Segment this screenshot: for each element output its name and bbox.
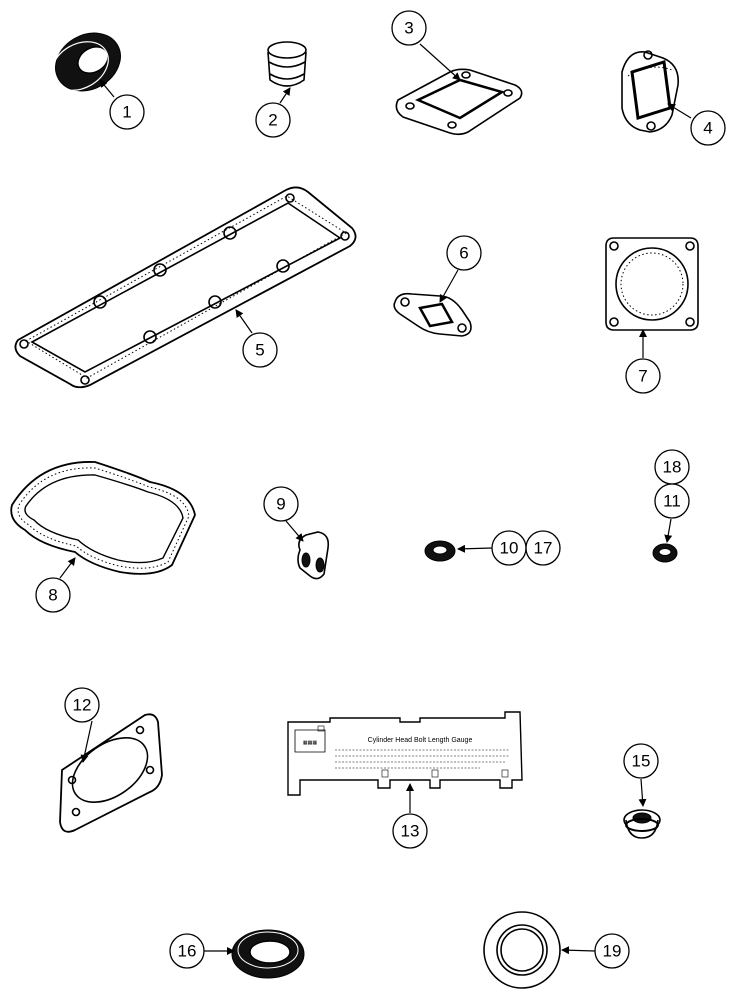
callout-19: 19 [594,933,630,969]
callout-8: 8 [35,577,71,613]
callout-1: 1 [109,94,145,130]
part-7-gasket [605,237,699,331]
callouts: 1 2 3 4 5 6 7 8 9 10 17 18 11 12 13 15 1… [35,10,726,969]
part-13-bolt-length-gauge: ▦▦▦ Cylinder Head Bolt Length Gauge [287,711,523,796]
leader-lines [59,43,692,955]
part-11-sealing-washer [652,543,678,563]
part-5-valve-cover-gasket [14,186,357,389]
callout-6: 6 [446,235,482,271]
part-19-round-seal [483,911,561,989]
svg-text:17: 17 [534,539,553,558]
svg-text:16: 16 [178,942,197,961]
callout-7: 7 [625,358,661,394]
callout-3: 3 [391,10,427,46]
part-4-gasket [621,50,680,133]
part-16-flat-seal [231,929,305,979]
callout-10: 10 [491,530,527,566]
part-6-gasket [393,292,472,337]
svg-text:12: 12 [73,696,92,715]
part-2-cup-plug [267,41,307,87]
callout-9: 9 [263,486,299,522]
svg-text:10: 10 [500,539,519,558]
svg-text:15: 15 [632,752,651,771]
part-8-rocker-cover-gasket [10,461,196,575]
svg-text:11: 11 [663,492,681,511]
svg-text:2: 2 [268,111,277,130]
svg-text:6: 6 [459,244,468,263]
svg-text:7: 7 [638,367,647,386]
part-15-grommet [623,809,661,839]
svg-text:19: 19 [603,942,622,961]
svg-text:18: 18 [663,458,682,477]
svg-text:8: 8 [48,586,57,605]
part-10-sealing-washer [424,540,456,562]
part-1-oil-seal [51,32,121,92]
svg-text:1: 1 [122,103,131,122]
gauge-part-number: ▦▦▦ [303,740,317,746]
svg-text:13: 13 [401,822,420,841]
svg-text:4: 4 [703,119,712,138]
gauge-title: Cylinder Head Bolt Length Gauge [368,737,473,744]
part-12-gasket [59,713,163,833]
callout-15: 15 [623,743,659,779]
callout-16: 16 [169,933,205,969]
svg-text:5: 5 [255,341,264,360]
callout-13: 13 [392,813,428,849]
callout-11: 11 [654,483,690,519]
part-3-gasket [395,68,523,136]
svg-text:9: 9 [276,495,285,514]
callout-17: 17 [525,530,561,566]
callout-5: 5 [242,332,278,368]
callout-12: 12 [64,687,100,723]
part-9-seal [297,531,330,580]
callout-2: 2 [255,102,291,138]
callout-18: 18 [654,449,690,485]
callout-4: 4 [690,110,726,146]
svg-text:3: 3 [404,19,413,38]
